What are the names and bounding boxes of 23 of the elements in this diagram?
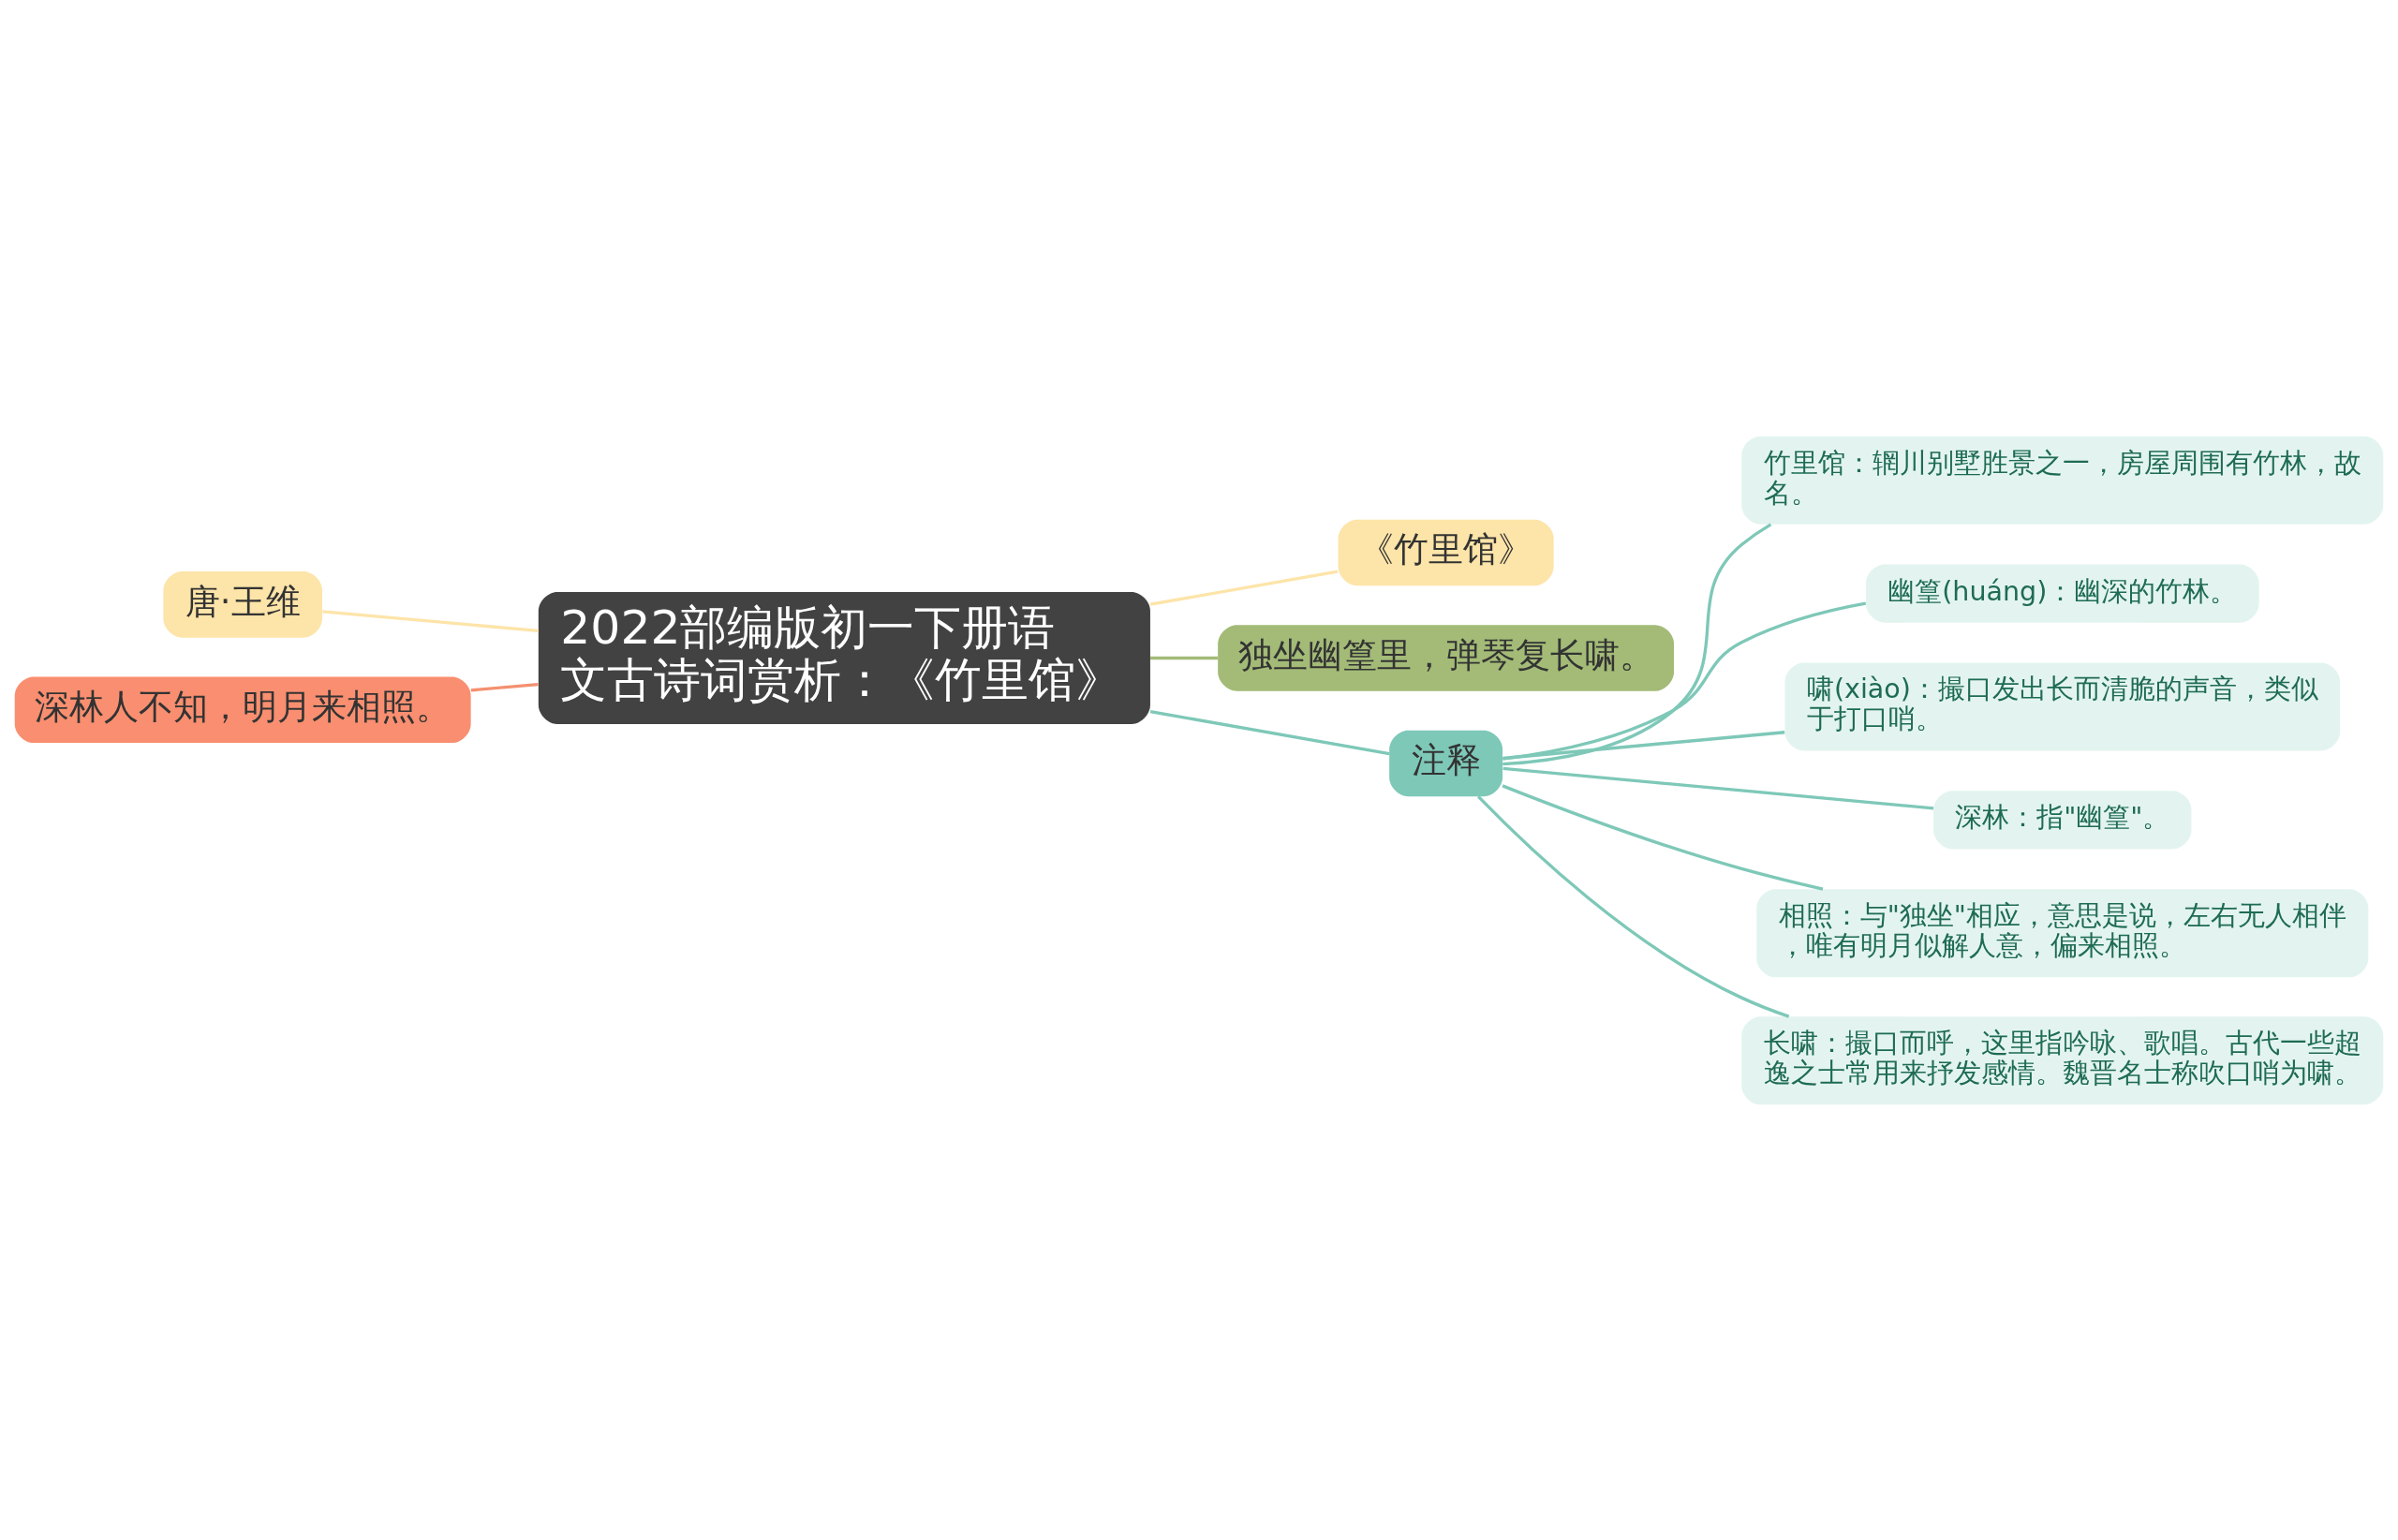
node-box: 《竹里馆》 (1338, 519, 1554, 585)
connector (1150, 656, 1218, 659)
node-box: 竹里馆：辋川别墅胜景之一，房屋周围有竹林，故名。 (1741, 436, 2384, 525)
node-box: 唐·王维 (163, 570, 322, 638)
connector (1502, 766, 1934, 809)
node-box: 2022部编版初一下册语文古诗词赏析：《竹里馆》 (538, 591, 1150, 724)
node-box: 长啸：撮口而呼，这里指吟咏、歌唱。古代一些超逸之士常用来抒发感情。魏晋名士称吹口哨为啸。 (1741, 1015, 2384, 1104)
node-box: 啸(xiào)：撮口发出长而清脆的声音，类似于打口哨。 (1784, 662, 2341, 750)
node-box: 深林人不知，明月来相照。 (14, 676, 471, 743)
connector (470, 682, 539, 692)
connector (1502, 522, 1772, 765)
node-box: 深林：指"幽篁"。 (1933, 790, 2192, 849)
node-box: 注释 (1389, 730, 1503, 796)
connector (1502, 601, 1867, 761)
connector (1149, 709, 1390, 755)
node-box: 幽篁(huáng)：幽深的竹林。 (1865, 564, 2259, 623)
connector (1502, 730, 1785, 760)
connector (1502, 783, 1824, 891)
connector (1477, 794, 1790, 1018)
node-box: 独坐幽篁里，弹琴复长啸。 (1218, 624, 1675, 691)
connector (1149, 569, 1339, 606)
node-box: 相照：与"独坐"相应，意思是说，左右无人相伴，唯有明月似解人意，偏来相照。 (1756, 888, 2369, 977)
connector (322, 609, 539, 632)
